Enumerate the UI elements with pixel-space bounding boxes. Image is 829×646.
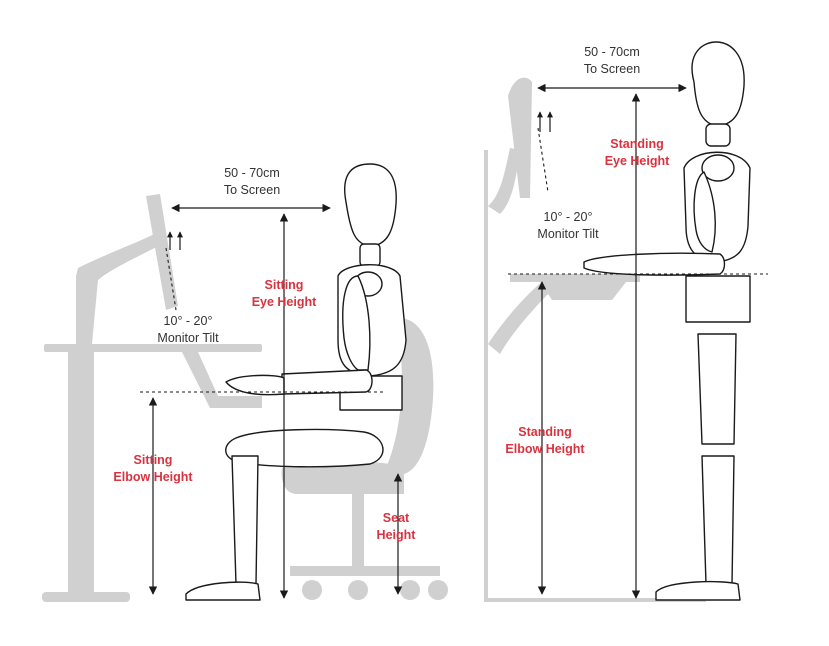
sitting-dimension-lines <box>140 203 403 599</box>
sitting-monitor-tilt-label: 10° - 20° Monitor Tilt <box>157 313 218 347</box>
seat-height-line1: Seat <box>382 511 410 525</box>
sitting-keyboard-tray <box>182 352 262 408</box>
standing-mannequin <box>583 41 751 601</box>
sitting-elbow-height-line2: Elbow Height <box>113 470 193 484</box>
sitting-monitor-tilt-value: 10° - 20° <box>163 314 213 328</box>
standing-screen-distance-label: 50 - 70cm To Screen <box>584 44 640 78</box>
sitting-elbow-height-line1: Sitting <box>133 453 173 467</box>
standing-wall <box>484 150 706 602</box>
standing-monitor-tilt-value: 10° - 20° <box>543 210 593 224</box>
seat-height-label: Seat Height <box>377 510 416 544</box>
sitting-eye-height-line1: Sitting <box>264 278 304 292</box>
standing-dimension-lines <box>508 83 768 599</box>
standing-screen-distance-value: 50 - 70cm <box>584 45 640 59</box>
standing-monitor-tilt-label: 10° - 20° Monitor Tilt <box>537 209 598 243</box>
sitting-monitor-tilt-caption: Monitor Tilt <box>157 331 219 345</box>
office-chair <box>281 317 448 600</box>
standing-screen-distance-caption: To Screen <box>583 62 641 76</box>
sitting-eye-height-label: Sitting Eye Height <box>252 277 317 311</box>
sitting-monitor-arm <box>76 194 178 344</box>
standing-keyboard-tray <box>510 274 640 300</box>
sitting-desk <box>42 344 262 602</box>
sitting-mannequin <box>185 163 407 601</box>
sitting-eye-height-line2: Eye Height <box>251 295 317 309</box>
standing-eye-height-line2: Eye Height <box>604 154 670 168</box>
sitting-screen-distance-caption: To Screen <box>223 183 281 197</box>
standing-elbow-height-label: Standing Elbow Height <box>505 424 584 458</box>
standing-elbow-height-line2: Elbow Height <box>505 442 585 456</box>
standing-eye-height-line1: Standing <box>610 137 664 151</box>
seat-height-line2: Height <box>376 528 416 542</box>
standing-eye-height-label: Standing Eye Height <box>605 136 670 170</box>
sitting-screen-distance-value: 50 - 70cm <box>224 166 280 180</box>
sitting-elbow-height-label: Sitting Elbow Height <box>113 452 192 486</box>
standing-elbow-height-line1: Standing <box>518 425 572 439</box>
sitting-screen-distance-label: 50 - 70cm To Screen <box>224 165 280 199</box>
standing-monitor-tilt-caption: Monitor Tilt <box>537 227 599 241</box>
standing-monitor-arm <box>488 77 552 354</box>
